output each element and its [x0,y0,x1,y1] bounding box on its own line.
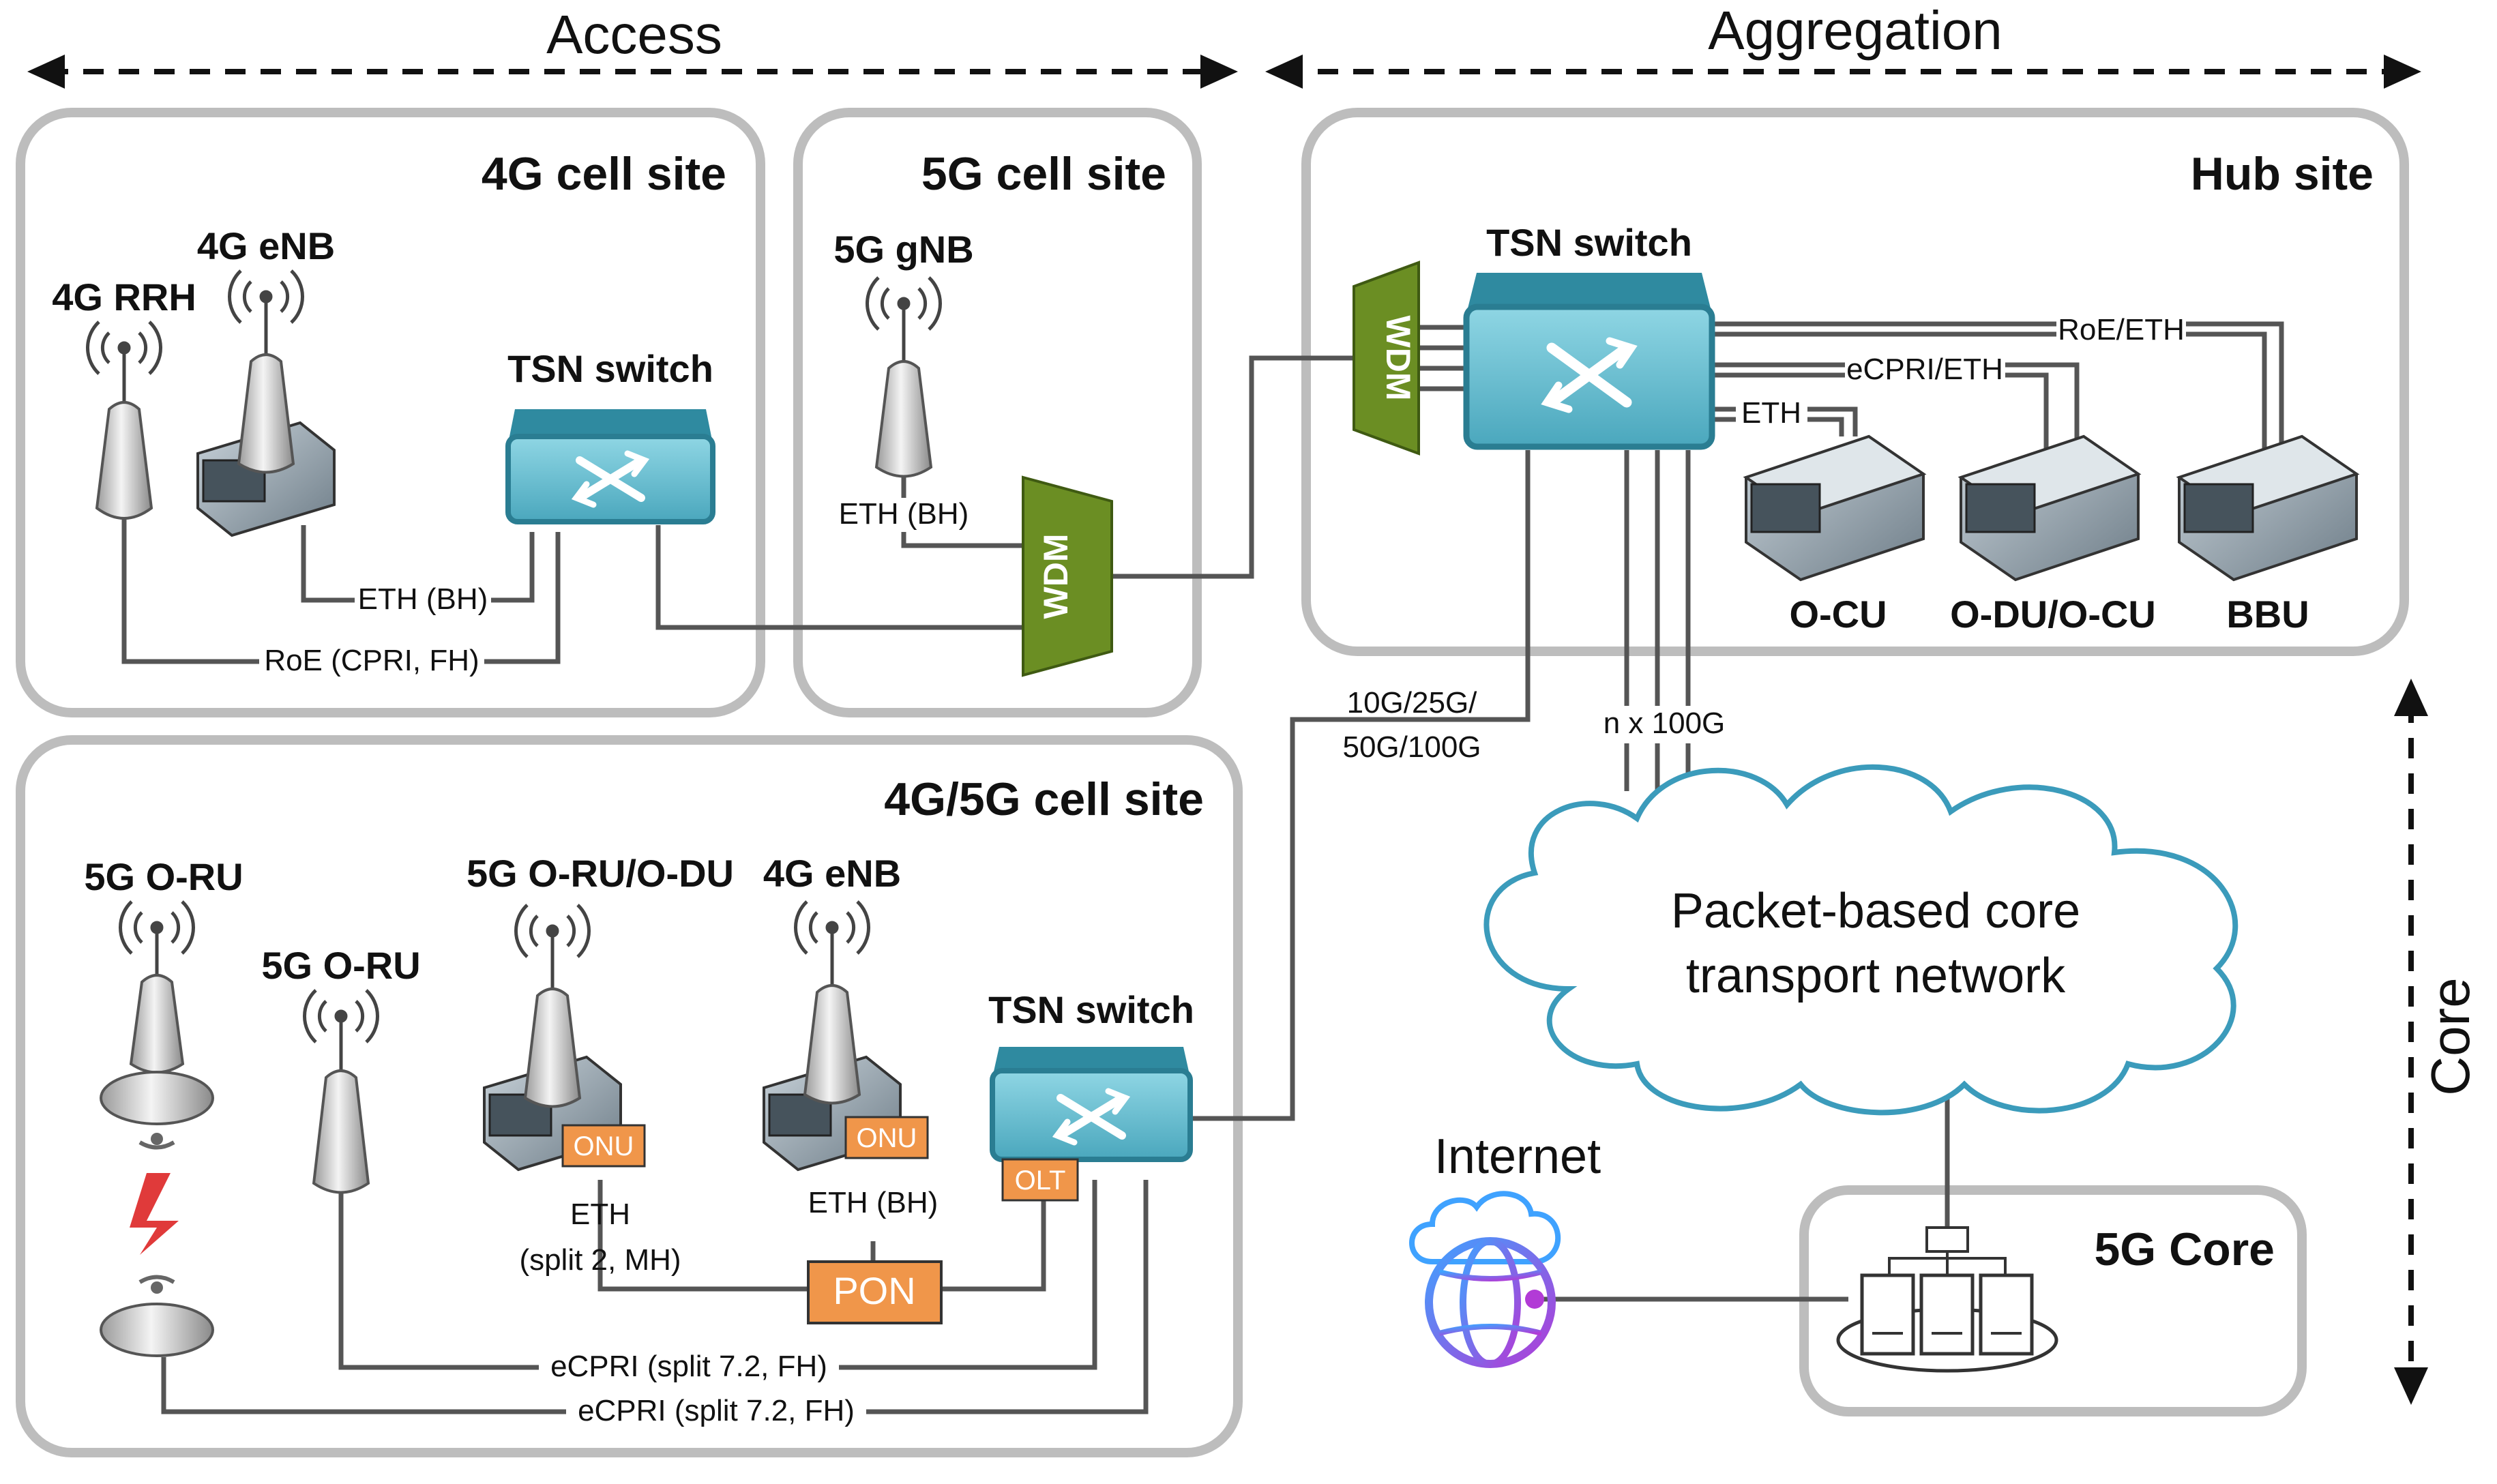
core-label: Core [2420,977,2481,1095]
hub-tsn-switch: TSN switch [1463,221,1715,450]
frame-hub-site [1301,108,2409,656]
label-ecpri-2: eCPRI (split 7.2, FH) [578,1394,855,1427]
hub-wdm: WDM [1353,261,1420,456]
4g-enb-45g: 4G eNB ONU [763,852,929,1172]
radio-wave-icon [303,989,379,1043]
5g-wdm: WDM [1022,475,1113,677]
cloud-line-1: Packet-based core [1671,884,2080,938]
onu-tag-2 [844,1116,929,1159]
switch-arrows-icon [1541,337,1638,413]
5g-wdm-label: WDM [1037,534,1075,619]
link-labels: ETH (BH) RoE (CPRI, FH) ETH (BH) RoE/ETH… [259,313,2186,1429]
45g-tsn-switch-label: TSN switch [988,988,1194,1031]
server-bbu: BBU [2176,434,2360,636]
5g-oru-odu-label: 5G O-RU/O-DU [467,852,734,895]
aggregation-label: Aggregation [1708,0,2002,61]
cloud-globe-icon [1409,1191,1561,1368]
radio-wave-icon [228,269,304,324]
server-odu-ocu: O-DU/O-CU [1950,434,2156,636]
label-4g-roe: RoE (CPRI, FH) [264,644,479,677]
5g-core-servers [1836,1226,2058,1373]
frame-5g-cell-site [793,108,1202,717]
4g-enb-45g-label: 4G eNB [763,852,901,895]
title-5g-cell-site: 5G cell site [921,148,1166,200]
label-ecpri-1: eCPRI (split 7.2, FH) [550,1350,827,1383]
label-eth: ETH [1741,396,1801,430]
wireless-link-icon [130,1173,179,1255]
hub-tsn-switch-label: TSN switch [1486,221,1692,264]
title-hub-site: Hub site [2191,148,2374,200]
switch-arrows-icon [1052,1088,1131,1146]
4g-tsn-switch-label: TSN switch [507,347,713,390]
4g-enb-label: 4G eNB [197,224,335,267]
radio-wave-icon [794,900,870,955]
5g-oru-2-label: 5G O-RU [261,944,420,987]
ocu-label: O-CU [1789,593,1887,636]
label-nx100g: n x 100G [1604,707,1726,740]
onu-1-label: ONU [574,1131,634,1161]
header-access: Access [27,4,1238,89]
4g-rrh-antenna: 4G RRH [52,276,196,520]
5g-oru-dish: 5G O-RU [84,855,243,1357]
5g-gnb-label: 5G gNB [833,228,973,271]
label-rate-b: 50G/100G [1342,730,1481,764]
internet-label: Internet [1434,1129,1601,1184]
label-4g-eth-bh: ETH (BH) [358,582,488,616]
label-5g-eth-bh: ETH (BH) [839,497,969,531]
header-aggregation: Aggregation [1265,0,2421,89]
access-label: Access [546,4,722,65]
header-core: Core [2394,679,2481,1405]
core-transport-cloud: Packet-based core transport network [1483,764,2239,1116]
label-eth-split-b: (split 2, MH) [519,1243,681,1277]
45g-tsn-switch: TSN switch OLT [988,988,1194,1202]
frame-4g-cell-site [16,108,765,717]
title-4g5g-cell-site: 4G/5G cell site [884,773,1204,825]
internet-node: Internet [1409,1129,1601,1368]
frame-4g5g-cell-site [16,735,1243,1457]
olt-label: OLT [1015,1166,1066,1196]
title-5g-core: 5G Core [2094,1223,2275,1275]
label-eth-bh-45g: ETH (BH) [808,1186,939,1219]
5g-oru-2: 5G O-RU [261,944,421,1194]
5g-oru-1-label: 5G O-RU [84,855,243,898]
switch-arrows-icon [571,450,650,508]
odu-ocu-label: O-DU/O-CU [1950,593,2156,636]
radio-wave-icon [866,276,942,331]
4g-enb: 4G eNB [196,224,336,537]
pon-splitter: PON [807,1260,943,1324]
olt-tag [1001,1158,1079,1202]
5g-gnb: 5G gNB [833,228,974,478]
onu-tag-1 [561,1124,646,1168]
cloud-line-2: transport network [1686,949,2066,1003]
pon-label: PON [833,1269,915,1312]
5g-oru-odu: 5G O-RU/O-DU ONU [467,852,734,1172]
bbu-label: BBU [2226,593,2309,636]
label-roe-eth: RoE/ETH [2058,313,2185,346]
label-ecpri-eth: eCPRI/ETH [1846,353,2003,386]
hub-wdm-label: WDM [1379,316,1417,401]
4g-tsn-switch: TSN switch [505,347,715,524]
server-ocu: O-CU [1743,434,1927,636]
label-eth-split-a: ETH [570,1198,630,1231]
label-rate-a: 10G/25G/ [1347,686,1478,719]
title-4g-cell-site: 4G cell site [482,148,726,200]
4g-rrh-label: 4G RRH [52,276,196,318]
onu-2-label: ONU [857,1123,917,1153]
